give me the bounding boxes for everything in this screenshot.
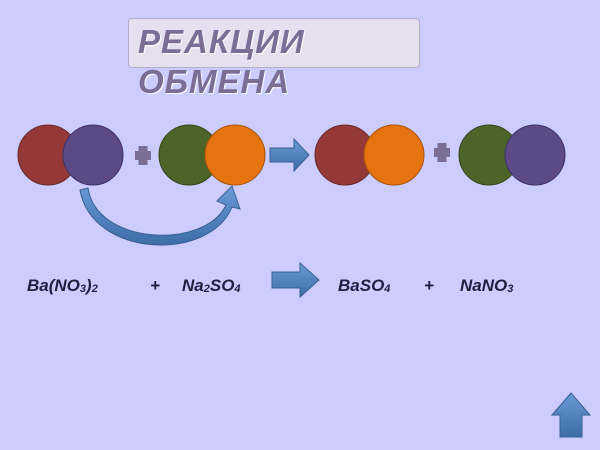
equation-arrow-icon: [271, 261, 320, 299]
formula-subscript: 3: [507, 283, 514, 295]
formula-part: BaSO: [338, 276, 385, 295]
formula-subscript: 4: [234, 283, 241, 295]
up-arrow-icon[interactable]: [550, 392, 592, 438]
product-2-formula: NaNO3: [460, 272, 513, 300]
plus-sign-1: +: [150, 276, 160, 295]
reactant-1-formula: Ba(NO3)2: [27, 272, 98, 300]
plus-icon: [434, 143, 450, 162]
curved-arrow-icon: [79, 185, 241, 246]
formula-subscript: 4: [384, 283, 391, 295]
reactant-2-formula: Na2SO4: [182, 272, 241, 300]
plus-sign-2: +: [424, 276, 434, 295]
formula-part: ): [86, 276, 92, 295]
formula-part: SO: [209, 276, 235, 295]
formula-part: NaNO: [460, 276, 508, 295]
formula-subscript: 3: [79, 283, 87, 295]
nitrate-ball-product: [504, 124, 566, 186]
nitrate-ball-reactant: [62, 124, 124, 186]
plus-icon: [135, 146, 151, 165]
sulfate-ball-product: [363, 124, 425, 186]
sulfate-ball-reactant: [204, 124, 266, 186]
product-1-formula: BaSO4: [338, 272, 390, 300]
right-arrow-icon: [269, 137, 310, 173]
formula-subscript: 2: [203, 283, 210, 295]
formula-part: Na: [182, 276, 204, 295]
formula-subscript: 2: [91, 283, 98, 295]
formula-part: Ba(NO: [27, 276, 80, 295]
title-box: [128, 18, 420, 68]
slide-title: РЕАКЦИИ ОБМЕНА: [138, 23, 305, 100]
